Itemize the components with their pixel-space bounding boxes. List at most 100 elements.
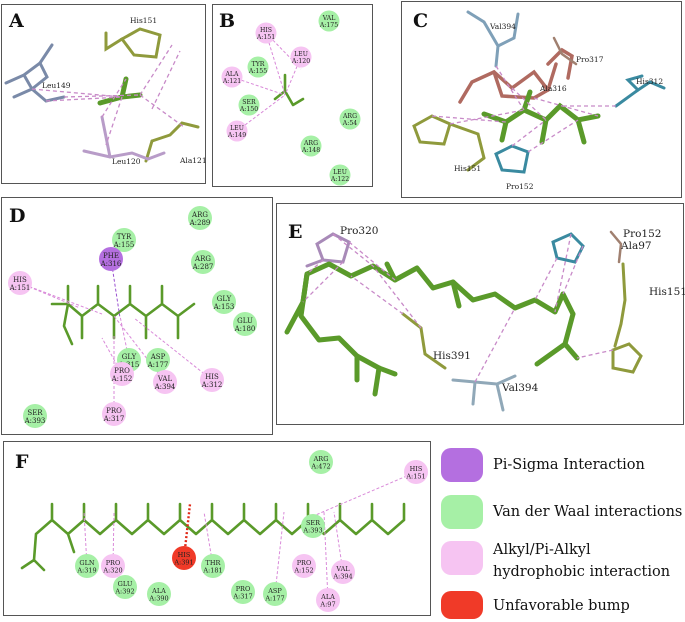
legend-item-bump: Unfavorable bump [441, 591, 630, 619]
residue-id: A:287 [192, 263, 214, 271]
ligand-skeleton [50, 284, 196, 346]
residue-id: A:181 [202, 567, 222, 575]
residue-id: A:320 [102, 567, 122, 575]
residue-name: GLY [217, 295, 232, 303]
residue-circle [75, 554, 99, 578]
residue-name: PHE [103, 252, 119, 260]
residue-label: Pro152 [506, 182, 534, 191]
residue-circle [404, 460, 428, 484]
panel-a-structure [4, 27, 200, 163]
residue-name: PRO [236, 585, 251, 593]
residue-id: A:312 [201, 381, 223, 389]
residue-id: A:153 [213, 303, 235, 311]
residue-id: A:152 [293, 567, 313, 575]
residue-name: HIS [260, 27, 272, 34]
residue-label: Pro152 [623, 228, 662, 240]
residue-circle [172, 546, 196, 570]
residue-circle [309, 450, 333, 474]
residue-circle [316, 588, 340, 612]
residue-name: GLU [237, 317, 253, 325]
residue-name: ALA [151, 587, 166, 595]
residue-name: PRO [106, 559, 121, 567]
panel-f-label: F [15, 451, 29, 473]
residue-label: Val394 [490, 22, 516, 31]
legend-item-pi-sigma: Pi-Sigma Interaction [441, 448, 645, 482]
legend-swatch [441, 495, 483, 529]
panel-a-label: A [9, 10, 24, 32]
residue-circle [221, 66, 243, 88]
residue-name: HIS [205, 373, 219, 381]
residue-name: VAL [322, 15, 336, 22]
residue-name: VAL [335, 565, 350, 573]
legend-swatch [441, 541, 483, 575]
residue-name: GLY [122, 353, 137, 361]
residue-circle [113, 575, 137, 599]
residue-name: ARG [191, 211, 208, 219]
residue-circle [212, 290, 236, 314]
residue-label: His391 [433, 350, 471, 362]
interaction-line [303, 471, 417, 521]
residue-circle [146, 348, 170, 372]
residue-id: A:177 [147, 361, 169, 369]
residue-label: Leu120 [112, 157, 141, 166]
residue-name: SER [306, 519, 321, 527]
residue-circle [101, 554, 125, 578]
residue-id: A:393 [302, 527, 322, 535]
residue-label: His312 [636, 77, 664, 86]
residue-id: A:319 [76, 567, 96, 575]
interaction-line [203, 511, 214, 567]
residue-id: A:152 [111, 375, 133, 383]
residue-id: A:394 [332, 573, 352, 581]
residue-id: A:391 [173, 559, 193, 567]
residue-circle [292, 554, 316, 578]
residue-name: ARG [303, 140, 318, 147]
residue-label: His151 [130, 16, 158, 25]
residue-id: A:289 [189, 219, 211, 227]
residue-name: THR [206, 559, 222, 567]
residue-id: A:180 [234, 325, 256, 333]
residue-circle [112, 228, 136, 252]
residue-label: Val394 [502, 382, 539, 394]
residue-name: PRO [106, 407, 122, 415]
residue-circle [301, 514, 325, 538]
residue-id: A:177 [264, 595, 284, 603]
residue-id: A:472 [310, 463, 330, 471]
residue-name: VAL [157, 375, 173, 383]
residue-id: A:316 [100, 260, 122, 268]
ligand-skeleton [20, 502, 406, 572]
residue-name: ASP [150, 353, 166, 361]
legend-label: Van der Waal interactions [493, 504, 683, 520]
residue-label: His151 [454, 164, 482, 173]
panel-c: C Val394 Pro317 His312 Ala316 His151 Pro… [401, 1, 682, 198]
residue-label: Leu149 [42, 81, 71, 90]
interaction-line [265, 32, 286, 96]
residue-id: A:121 [222, 78, 241, 85]
residue-circle [238, 94, 260, 116]
residue-id: A:392 [114, 588, 134, 596]
residue-name: SER [27, 409, 43, 417]
residue-id: A:122 [330, 176, 349, 183]
residue-id: A:120 [291, 58, 310, 65]
residue-id: A:151 [256, 34, 275, 41]
residue-id: A:149 [227, 132, 246, 139]
residue-circle [153, 370, 177, 394]
interaction-line [83, 511, 88, 567]
legend-label: Unfavorable bump [493, 598, 630, 614]
residue-circle [255, 22, 277, 44]
